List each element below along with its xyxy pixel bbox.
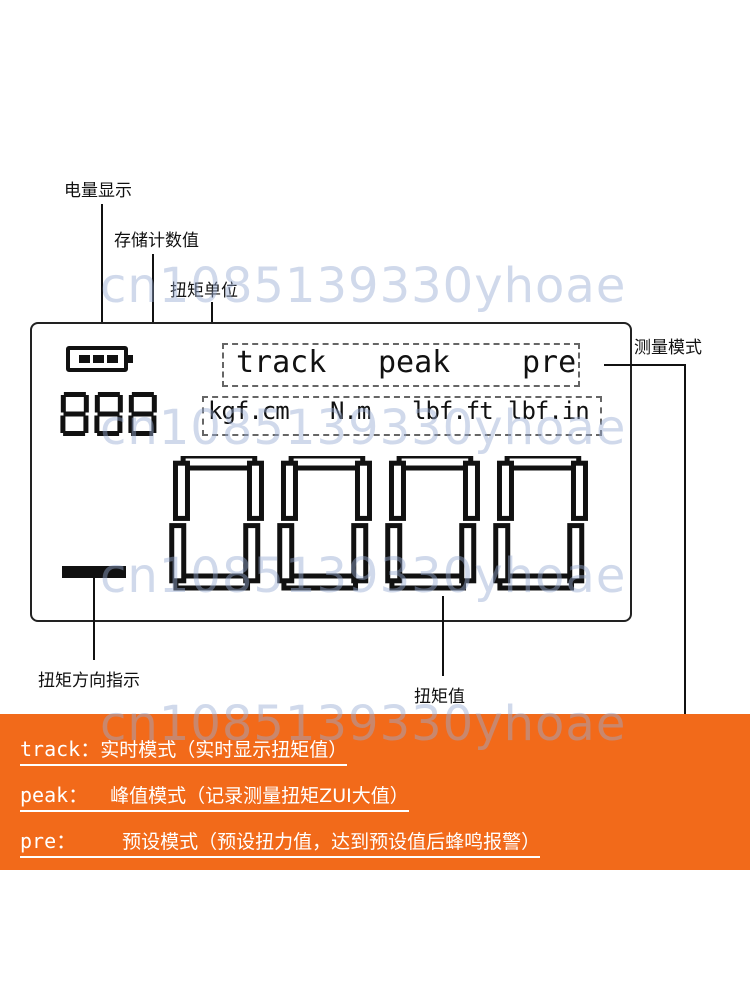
segment-c	[567, 523, 585, 584]
segment-a	[288, 456, 366, 471]
direction-callout-label: 扭矩方向指示	[38, 671, 140, 691]
segment-g	[97, 411, 120, 417]
mode-leader-line-h	[604, 364, 686, 366]
legend-item-peak: peak： 峰值模式（记录测量扭矩ZUI大值）	[20, 779, 409, 812]
segment-e	[277, 523, 295, 584]
segment-f	[128, 395, 134, 413]
segment-c	[83, 415, 89, 433]
battery-leader-line	[101, 204, 103, 342]
segment-b	[354, 460, 372, 521]
segment-a	[63, 392, 86, 397]
direction-leader-line	[93, 578, 95, 660]
memory-leader-line	[152, 254, 154, 386]
segment-f	[388, 460, 406, 521]
segment-e	[128, 415, 134, 433]
segment-c	[351, 523, 369, 584]
torque-direction-bar	[62, 566, 126, 578]
segment-e	[169, 523, 187, 584]
mode-indicator-box	[222, 343, 580, 387]
segment-a	[396, 456, 474, 471]
legend-key-peak: peak：	[20, 783, 89, 807]
torque-value-callout-label: 扭矩值	[414, 687, 465, 707]
lcd-panel	[30, 322, 632, 622]
segment-e	[493, 523, 511, 584]
unit-kgf-cm: kgf.cm	[208, 397, 290, 425]
segment-a	[97, 392, 120, 397]
segment-b	[462, 460, 480, 521]
segment-d	[131, 431, 154, 436]
legend-item-track: track：实时模式（实时显示扭矩值）	[20, 733, 348, 766]
torque-value-display	[169, 456, 588, 591]
battery-callout-label: 电量显示	[64, 181, 132, 201]
unit-lbf-ft: lbf.ft	[412, 397, 494, 425]
legend-key-track: track：	[20, 737, 101, 761]
segment-d	[389, 573, 467, 591]
memory-count-callout-label: 存储计数值	[114, 231, 199, 251]
segment-e	[60, 415, 66, 433]
segment-e	[385, 523, 403, 584]
segment-f	[60, 395, 66, 413]
segment-d	[63, 431, 86, 436]
segment-a	[504, 456, 582, 471]
mode-pre: pre	[522, 345, 577, 380]
mode-callout-label: 测量模式	[634, 338, 702, 358]
legend-key-pre: pre：	[20, 829, 77, 853]
segment-c	[117, 415, 123, 433]
segment-a	[131, 392, 154, 397]
legend-desc-track: 实时模式（实时显示扭矩值）	[100, 739, 348, 761]
mode-leader-line-v	[684, 364, 686, 716]
segment-a	[180, 456, 258, 471]
segment-c	[151, 415, 157, 433]
memory-count-display	[60, 392, 157, 436]
battery-icon	[66, 346, 133, 372]
unit-indicator-box	[202, 396, 602, 436]
memory-count-text: 888	[64, 442, 66, 443]
torque-value-leader-line	[442, 596, 444, 676]
segment-d	[173, 573, 251, 591]
segment-g	[63, 411, 86, 417]
legend-desc-peak: 峰值模式（记录测量扭矩ZUI大值）	[110, 785, 409, 807]
segment-b	[83, 395, 89, 413]
segment-b	[246, 460, 264, 521]
unit-n-m: N.m	[330, 397, 371, 425]
segment-d	[497, 573, 575, 591]
mode-peak: peak	[378, 345, 451, 380]
legend-band	[0, 714, 750, 870]
mode-track: track	[236, 345, 327, 380]
segment-e	[94, 415, 100, 433]
segment-c	[243, 523, 261, 584]
unit-callout-label: 扭矩单位	[170, 281, 238, 301]
segment-d	[97, 431, 120, 436]
segment-b	[570, 460, 588, 521]
segment-d	[281, 573, 359, 591]
segment-f	[496, 460, 514, 521]
legend-desc-pre: 预设模式（预设扭力值，达到预设值后蜂鸣报警）	[122, 831, 541, 853]
segment-g	[131, 411, 154, 417]
segment-f	[172, 460, 190, 521]
legend-item-pre: pre： 预设模式（预设扭力值，达到预设值后蜂鸣报警）	[20, 825, 541, 858]
segment-b	[151, 395, 157, 413]
segment-b	[117, 395, 123, 413]
segment-c	[459, 523, 477, 584]
segment-f	[280, 460, 298, 521]
unit-lbf-in: lbf.in	[508, 397, 590, 425]
segment-f	[94, 395, 100, 413]
